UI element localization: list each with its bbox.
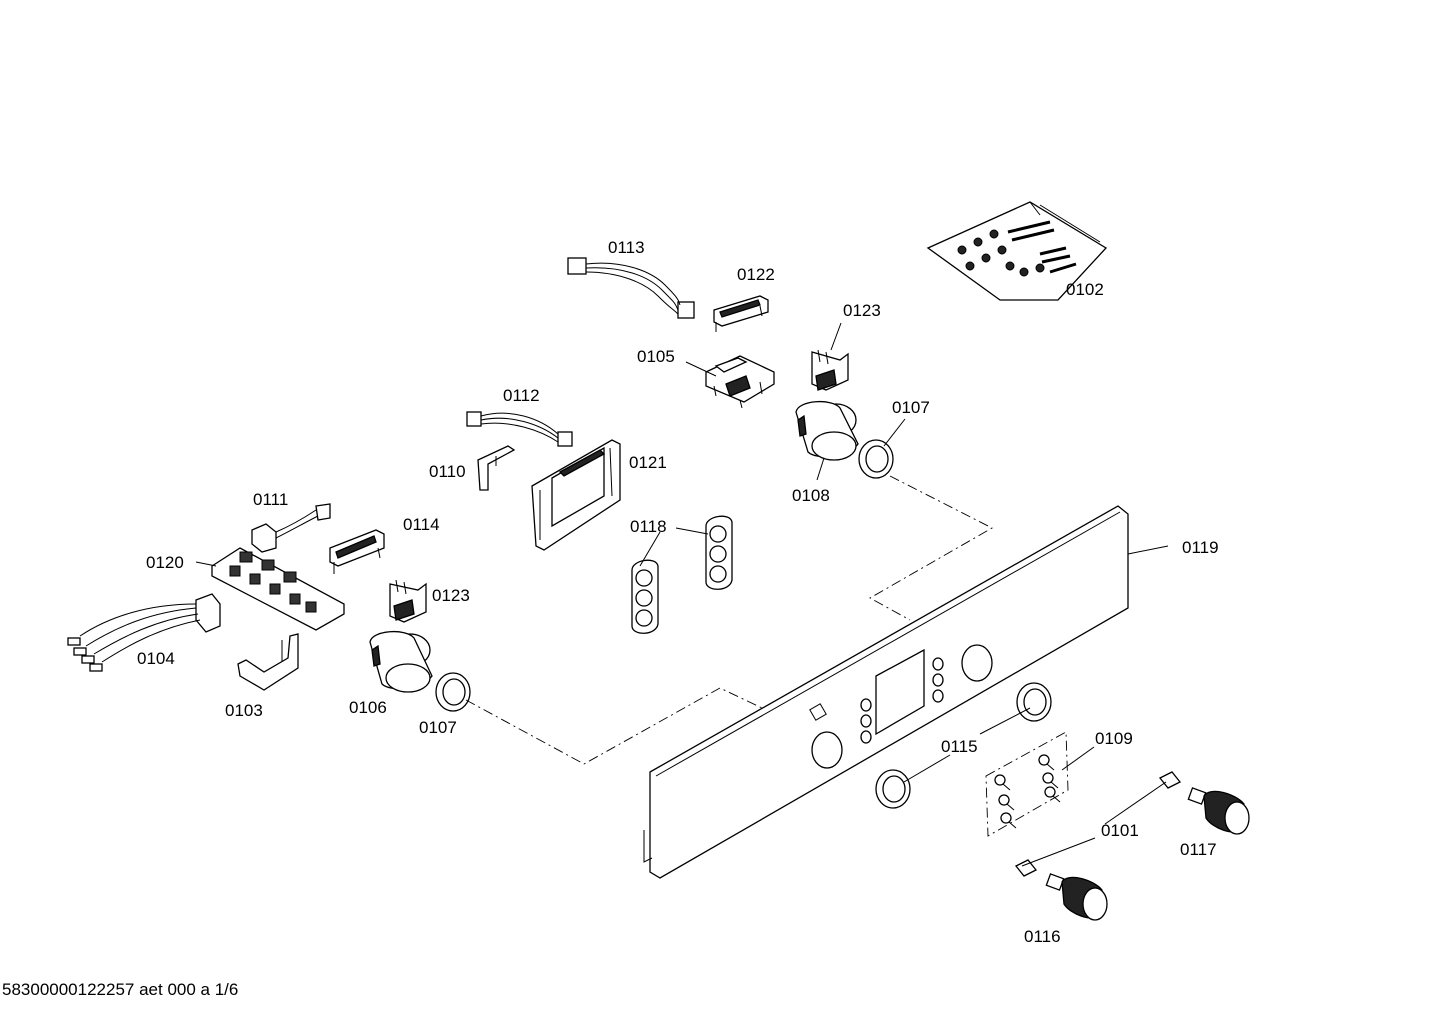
- label-0120: 0120: [146, 553, 184, 572]
- label-0110: 0110: [429, 462, 466, 481]
- part-0119-control-panel[interactable]: [643, 505, 1129, 879]
- part-0107-ring-upper[interactable]: [858, 439, 894, 479]
- part-0104-wire-harness[interactable]: [67, 593, 221, 672]
- part-0118-button-strip-right[interactable]: [705, 515, 733, 590]
- part-0114-bracket[interactable]: [329, 529, 385, 574]
- label-0106: 0106: [349, 698, 387, 717]
- part-0115-ring-left[interactable]: [875, 769, 911, 809]
- part-0107-ring-lower[interactable]: [435, 672, 471, 712]
- part-0101-clip-upper[interactable]: [1158, 771, 1182, 789]
- part-0123-switch-lower[interactable]: [389, 579, 427, 623]
- label-0122: 0122: [737, 265, 775, 284]
- part-0106-bezel-cup[interactable]: [369, 631, 433, 693]
- part-0110-clip[interactable]: [477, 445, 516, 491]
- label-0121: 0121: [629, 453, 667, 472]
- label-0112: 0112: [503, 386, 540, 405]
- label-0107-upper: 0107: [892, 398, 930, 417]
- leader-lines: [195, 322, 1169, 867]
- label-0119: 0119: [1182, 538, 1219, 557]
- part-labels: 0113 0122 0102 0123 0105 0107 0112 0121 …: [137, 238, 1219, 946]
- label-0107-lower: 0107: [419, 718, 457, 737]
- part-0121-display-module[interactable]: [531, 439, 621, 551]
- label-0104: 0104: [137, 649, 175, 668]
- label-0114: 0114: [403, 515, 440, 534]
- assembly-lines: [465, 475, 993, 765]
- part-0113-wire-harness[interactable]: [567, 257, 695, 319]
- part-0108-bezel-cup[interactable]: [795, 401, 859, 461]
- label-0123-lower: 0123: [432, 586, 470, 605]
- label-0109: 0109: [1095, 729, 1133, 748]
- part-0120-relay-board[interactable]: [211, 547, 345, 631]
- label-0118: 0118: [630, 517, 667, 536]
- label-0111: 0111: [253, 490, 288, 509]
- label-0102: 0102: [1066, 280, 1104, 299]
- label-0103: 0103: [225, 701, 263, 720]
- label-0101: 0101: [1101, 821, 1139, 840]
- part-0101-clip-lower[interactable]: [1014, 859, 1038, 877]
- part-0123-switch-upper[interactable]: [811, 349, 849, 391]
- label-0113: 0113: [608, 238, 645, 257]
- part-0111-connector-wire[interactable]: [251, 503, 331, 553]
- part-0117-knob[interactable]: [1187, 787, 1250, 835]
- part-0109-screws[interactable]: [985, 731, 1069, 837]
- part-0112-ribbon-cable[interactable]: [466, 411, 573, 447]
- label-0108: 0108: [792, 486, 830, 505]
- part-0103-bracket[interactable]: [237, 633, 299, 691]
- label-0116: 0116: [1024, 927, 1061, 946]
- document-footer-id: 58300000122257 aet 000 a 1/6: [2, 980, 239, 999]
- part-0102-screw-bag[interactable]: [926, 201, 1108, 301]
- part-0118-button-strip-left[interactable]: [631, 559, 659, 634]
- part-0122-bracket[interactable]: [713, 295, 769, 332]
- part-0116-knob[interactable]: [1045, 873, 1108, 921]
- label-0105: 0105: [637, 347, 675, 366]
- part-0115-ring-right[interactable]: [1016, 682, 1052, 722]
- label-0115: 0115: [941, 737, 978, 756]
- label-0117: 0117: [1180, 840, 1217, 859]
- part-0105-holder[interactable]: [705, 355, 775, 409]
- label-0123-upper: 0123: [843, 301, 881, 320]
